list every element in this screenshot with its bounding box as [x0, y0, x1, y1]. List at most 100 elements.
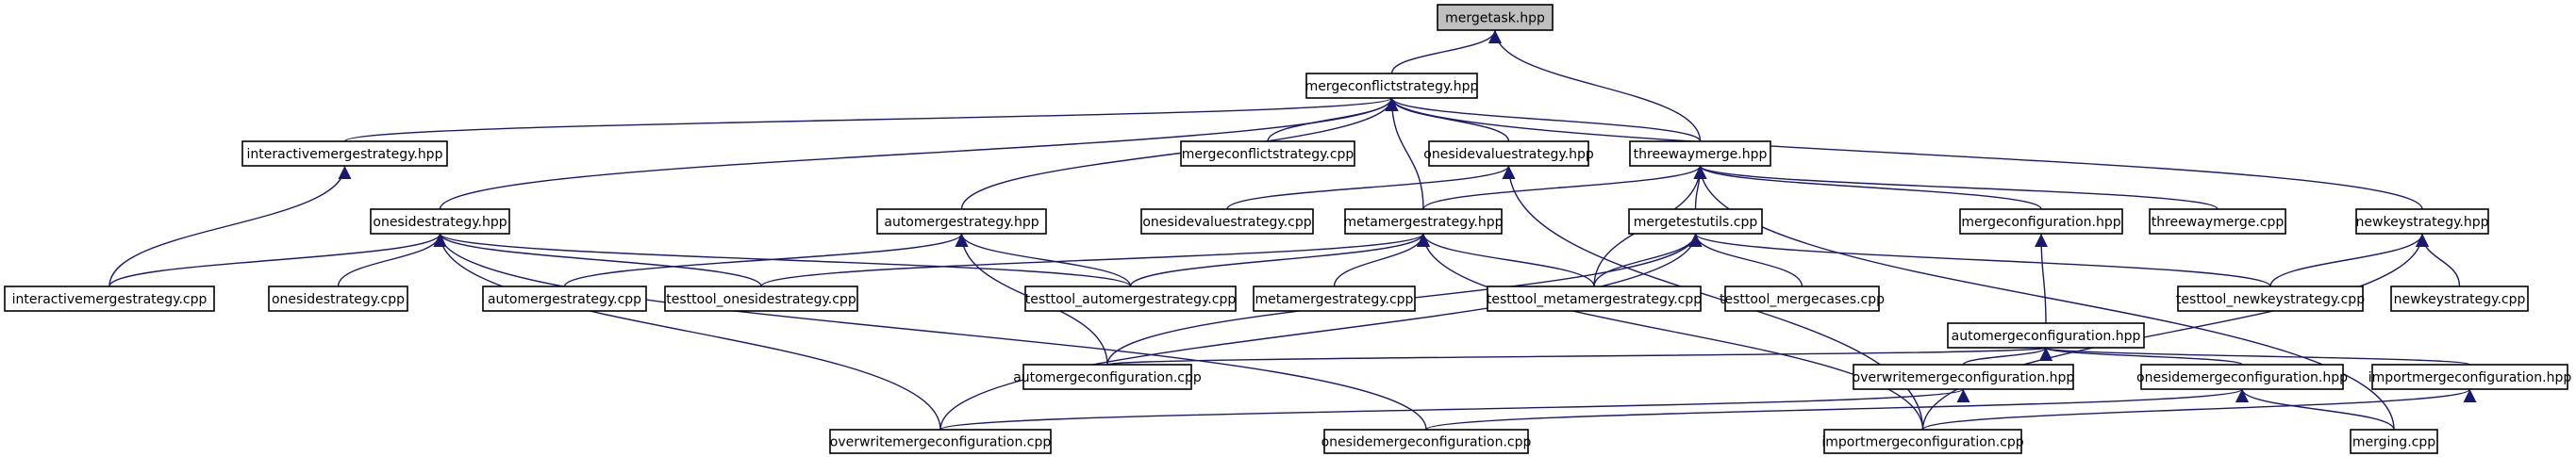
node-onesidemergeconfiguration-hpp[interactable]: onesidemergeconfiguration.hpp: [2136, 364, 2348, 390]
node-box: [1180, 140, 1355, 167]
node-testtool-newkeystrategy-cpp[interactable]: testtool_newkeystrategy.cpp: [2176, 286, 2365, 312]
node-automergestrategy-hpp[interactable]: automergestrategy.hpp: [876, 208, 1047, 235]
node-label: testtool_metamergestrategy.cpp: [1487, 292, 1702, 307]
node-threewaymerge-cpp[interactable]: threewaymerge.cpp: [2149, 208, 2286, 235]
edge-onesidemergeconfiguration_hpp-to-automergeconfiguration_hpp: [2039, 347, 2243, 366]
node-label: metamergestrategy.cpp: [1255, 292, 1414, 307]
node-label: automergeconfiguration.hpp: [1952, 329, 2141, 344]
edge-onesidemergeconfiguration_cpp-to-onesidemergeconfiguration_hpp: [1425, 388, 2249, 431]
node-onesidevaluestrategy-cpp[interactable]: onesidevaluestrategy.cpp: [1140, 208, 1314, 235]
edge-newkeystrategy_cpp-to-newkeystrategy_hpp: [2416, 233, 2461, 287]
node-interactivemergestrategy-cpp[interactable]: interactivemergestrategy.cpp: [4, 286, 215, 312]
node-label: mergeconflictstrategy.hpp: [1305, 79, 1479, 94]
node-box: [482, 286, 647, 312]
node-box: [1305, 73, 1478, 99]
node-label: interactivemergestrategy.cpp: [12, 292, 208, 307]
node-automergestrategy-cpp[interactable]: automergestrategy.cpp: [482, 286, 647, 312]
node-box: [370, 208, 510, 235]
node-label: onesidevaluestrategy.hpp: [1423, 147, 1594, 162]
node-mergetask-hpp[interactable]: mergetask.hpp: [1437, 4, 1554, 31]
node-label: testtool_onesidestrategy.cpp: [666, 292, 856, 307]
edge-metamergestrategy_hpp-to-mergeconflictstrategy_hpp: [1385, 97, 1424, 210]
node-box: [1823, 429, 2022, 454]
node-box: [268, 286, 408, 312]
node-box: [1487, 286, 1702, 312]
node-label: newkeystrategy.hpp: [2356, 215, 2489, 230]
edge-automergeconfiguration_cpp-to-automergeconfiguration_hpp: [1106, 347, 2052, 366]
node-label: onesidemergeconfiguration.cpp: [1321, 435, 1532, 450]
node-label: merging.cpp: [2352, 435, 2435, 450]
node-box: [2371, 364, 2568, 390]
node-onesidevaluestrategy-hpp[interactable]: onesidevaluestrategy.hpp: [1423, 140, 1594, 167]
node-testtool-onesidestrategy-cpp[interactable]: testtool_onesidestrategy.cpp: [664, 286, 858, 312]
node-box: [2149, 208, 2286, 235]
node-label: automergestrategy.cpp: [488, 292, 641, 307]
node-newkeystrategy-cpp[interactable]: newkeystrategy.cpp: [2390, 286, 2529, 312]
graph-nodes: mergetask.hpp mergeconflictstrategy.hpp in…: [4, 4, 2572, 454]
node-mergeconflictstrategy-cpp[interactable]: mergeconflictstrategy.cpp: [1180, 140, 1355, 167]
node-overwritemergeconfiguration-hpp[interactable]: overwritemergeconfiguration.hpp: [1853, 364, 2075, 390]
node-metamergestrategy-hpp[interactable]: metamergestrategy.hpp: [1343, 208, 1504, 235]
edge-onesidestrategy_cpp-to-onesidestrategy_hpp: [337, 233, 447, 287]
edge-testtool_mergecases_cpp-to-mergetestutils_cpp: [1688, 233, 1803, 287]
edge-metamergestrategy_hpp-to-threewaymerge_hpp: [1422, 165, 1707, 210]
node-testtool-mergecases-cpp[interactable]: testtool_mergecases.cpp: [1720, 286, 1885, 312]
node-label: interactivemergestrategy.hpp: [247, 147, 443, 162]
node-box: [1428, 140, 1589, 167]
edge-automergestrategy_hpp-to-mergeconflictstrategy_hpp: [960, 97, 1399, 210]
edge-automergeconfiguration_hpp-to-mergeconfiguration_hpp: [2035, 233, 2049, 324]
node-automergeconfiguration-hpp[interactable]: automergeconfiguration.hpp: [1947, 322, 2145, 349]
node-importmergeconfiguration-hpp[interactable]: importmergeconfiguration.hpp: [2368, 364, 2572, 390]
node-onesidestrategy-cpp[interactable]: onesidestrategy.cpp: [268, 286, 408, 312]
node-interactivemergestrategy-hpp[interactable]: interactivemergestrategy.hpp: [241, 140, 448, 167]
node-label: mergeconfiguration.hpp: [1961, 215, 2120, 230]
node-overwritemergeconfiguration-cpp[interactable]: overwritemergeconfiguration.cpp: [829, 429, 1052, 454]
edge-interactivemergestrategy_cpp-to-onesidestrategy_hpp: [108, 233, 447, 287]
edge-automergestrategy_cpp-to-automergestrategy_hpp: [563, 233, 969, 287]
edge-newkeystrategy_hpp-to-mergeconflictstrategy_hpp: [1385, 97, 2423, 210]
node-box: [1140, 208, 1314, 235]
node-box: [1853, 364, 2074, 390]
edge-testtool_onesidestrategy_cpp-to-onesidestrategy_hpp: [433, 233, 762, 287]
edge-testtool_automergestrategy_cpp-to-onesidestrategy_hpp: [433, 233, 1132, 287]
node-label: onesidestrategy.cpp: [272, 292, 405, 307]
edge-overwritemergeconfiguration_cpp-to-onesidestrategy_hpp: [433, 233, 941, 431]
node-box: [829, 429, 1052, 454]
edge-importmergeconfiguration_cpp-to-metamergestrategy_hpp: [1417, 233, 1924, 431]
node-merging-cpp[interactable]: merging.cpp: [2350, 429, 2438, 454]
node-mergeconfiguration-hpp[interactable]: mergeconfiguration.hpp: [1959, 208, 2123, 235]
node-label: mergeconflictstrategy.cpp: [1182, 147, 1354, 162]
node-label: automergeconfiguration.cpp: [1013, 370, 1202, 385]
edge-overwritemergeconfiguration_cpp-to-mergetestutils_cpp: [939, 233, 1703, 431]
node-metamergestrategy-cpp[interactable]: metamergestrategy.cpp: [1253, 286, 1416, 312]
node-newkeystrategy-hpp[interactable]: newkeystrategy.hpp: [2355, 208, 2489, 235]
edge-mergeconfiguration_hpp-to-threewaymerge_hpp: [1693, 165, 2042, 210]
edge-metamergestrategy_cpp-to-metamergestrategy_hpp: [1333, 233, 1430, 287]
edge-testtool_newkeystrategy_cpp-to-mergetestutils_cpp: [1688, 233, 2271, 287]
edge-testtool_onesidestrategy_cpp-to-metamergestrategy_hpp: [760, 233, 1430, 287]
node-box: [1959, 208, 2123, 235]
node-testtool-metamergestrategy-cpp[interactable]: testtool_metamergestrategy.cpp: [1487, 286, 1702, 312]
node-box: [664, 286, 858, 312]
node-mergetestutils-cpp[interactable]: mergetestutils.cpp: [1628, 208, 1763, 235]
node-label: newkeystrategy.cpp: [2394, 292, 2526, 307]
node-label: overwritemergeconfiguration.cpp: [830, 435, 1052, 450]
node-onesidestrategy-hpp[interactable]: onesidestrategy.hpp: [370, 208, 510, 235]
node-label: mergetestutils.cpp: [1634, 215, 1758, 230]
node-automergeconfiguration-cpp[interactable]: automergeconfiguration.cpp: [1013, 364, 1202, 390]
edge-mergeconflictstrategy_hpp-to-mergetask_hpp: [1390, 29, 1502, 74]
edge-testtool_automergestrategy_cpp-to-metamergestrategy_hpp: [1129, 233, 1430, 287]
node-label: importmergeconfiguration.hpp: [2368, 370, 2572, 385]
node-importmergeconfiguration-cpp[interactable]: importmergeconfiguration.cpp: [1821, 429, 2024, 454]
node-box: [2140, 364, 2344, 390]
edge-merging_cpp-to-onesidemergeconfiguration_hpp: [2235, 388, 2395, 431]
node-label: onesidemergeconfiguration.hpp: [2136, 370, 2348, 385]
node-box: [1344, 208, 1503, 235]
node-label: mergetask.hpp: [1445, 11, 1545, 26]
node-onesidemergeconfiguration-cpp[interactable]: onesidemergeconfiguration.cpp: [1321, 429, 1532, 454]
edge-onesidemergeconfiguration_cpp-to-onesidestrategy_hpp: [433, 233, 1427, 431]
node-mergeconflictstrategy-hpp[interactable]: mergeconflictstrategy.hpp: [1305, 73, 1479, 99]
node-testtool-automergestrategy-cpp[interactable]: testtool_automergestrategy.cpp: [1024, 286, 1237, 312]
node-threewaymerge-hpp[interactable]: threewaymerge.hpp: [1629, 140, 1771, 167]
